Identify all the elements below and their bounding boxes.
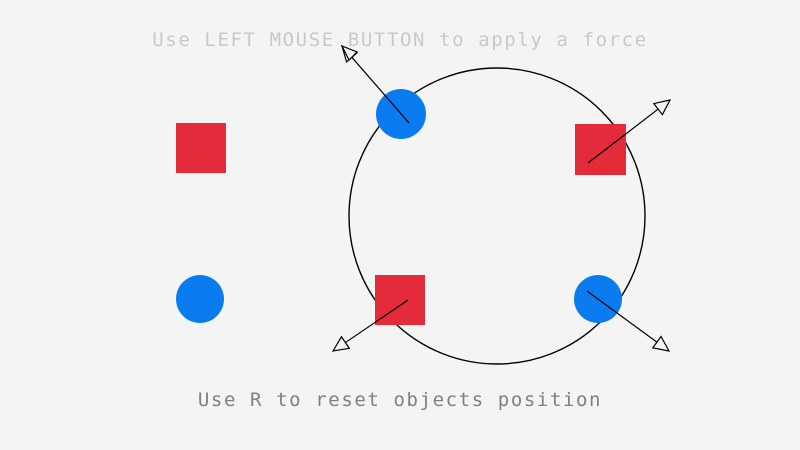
red-box-top-right[interactable] (575, 124, 626, 175)
mouse-cursor-icon (340, 44, 359, 62)
blue-ball-left[interactable] (176, 275, 224, 323)
force-arrow-box-top-right (587, 99, 672, 164)
force-arrow-ball-bottom-right (586, 290, 671, 352)
hint-text-bottom: Use R to reset objects position (197, 389, 603, 411)
force-arrow-box-bottom (331, 299, 409, 352)
red-box-left[interactable] (176, 123, 226, 173)
orbit-circle (348, 67, 646, 365)
hint-text-top: Use LEFT MOUSE BUTTON to apply a force (152, 29, 648, 51)
